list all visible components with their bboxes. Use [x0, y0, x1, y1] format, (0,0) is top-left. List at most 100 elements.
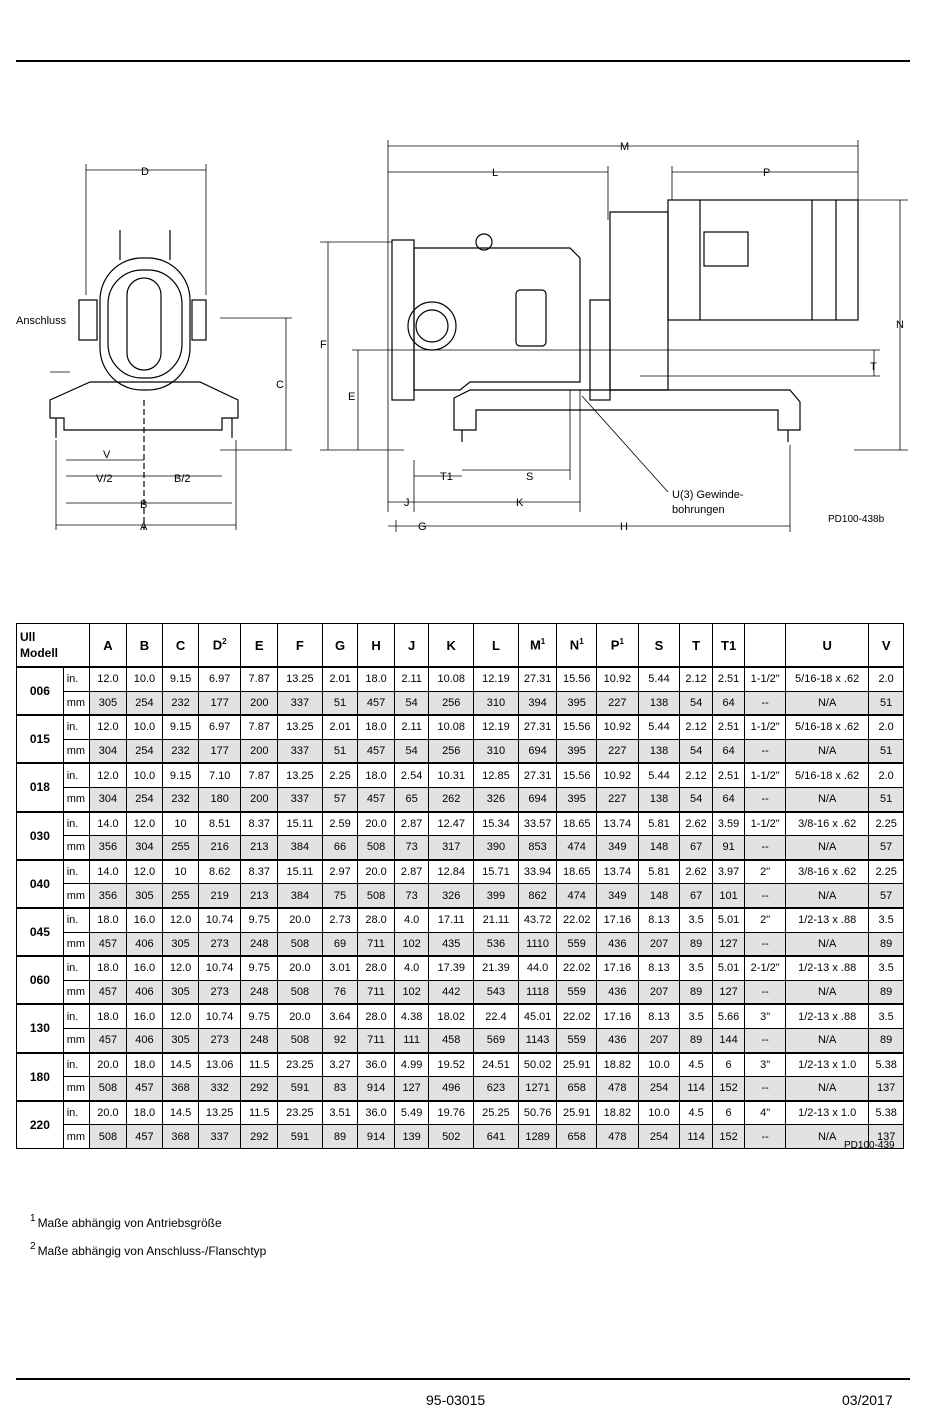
- value-cell: 1/2-13 x .88: [784, 906, 870, 933]
- dim-label-T: T: [870, 361, 877, 373]
- value-cell: 3/8-16 x .62: [784, 858, 870, 885]
- value-cell: 273: [197, 979, 242, 1005]
- value-cell: 200: [240, 690, 279, 716]
- value-cell: 69: [321, 931, 359, 957]
- value-cell: 20.0: [89, 1051, 127, 1078]
- value-cell: --: [744, 738, 786, 764]
- value-cell: 200: [240, 786, 279, 813]
- value-cell: 711: [357, 979, 395, 1005]
- value-cell: 14.5: [162, 1099, 199, 1126]
- column-header: J: [393, 623, 430, 668]
- pump-dimension-drawing: D Anschluss C V V/2 B/2 B A M L P N F E …: [16, 140, 908, 533]
- column-header: N1: [556, 623, 598, 668]
- value-cell: 207: [637, 979, 681, 1005]
- value-cell: 10.0: [637, 1099, 681, 1126]
- bottom-rule: [16, 1378, 910, 1380]
- drawing-reference: PD100-438b: [828, 514, 885, 525]
- value-cell: 18.82: [596, 1099, 639, 1126]
- value-cell: 10.74: [197, 955, 242, 981]
- value-cell: 7.87: [240, 762, 279, 788]
- value-cell: 305: [162, 931, 199, 957]
- value-cell: 89: [321, 1124, 359, 1149]
- value-cell: 20.0: [357, 810, 395, 837]
- model-cell: 180: [16, 1051, 64, 1102]
- value-cell: 5.44: [637, 714, 681, 740]
- value-cell: 139: [393, 1124, 430, 1149]
- dim-label-M: M: [620, 141, 629, 153]
- column-header-label: N: [569, 637, 580, 653]
- value-cell: 508: [277, 1027, 323, 1054]
- unit-cell: in.: [62, 714, 91, 740]
- dim-label-F: F: [320, 339, 327, 351]
- callout-threaded-holes-line2: bohrungen: [672, 504, 725, 516]
- dim-label-G: G: [418, 521, 427, 533]
- value-cell: 14.5: [162, 1051, 199, 1078]
- value-cell: 474: [556, 883, 598, 909]
- value-cell: 17.39: [428, 955, 475, 981]
- value-cell: 9.75: [240, 955, 279, 981]
- column-header-label: E: [254, 637, 264, 653]
- value-cell: 25.91: [556, 1099, 598, 1126]
- dim-label-B: B: [140, 499, 147, 511]
- value-cell: 76: [321, 979, 359, 1005]
- value-cell: 21.11: [473, 906, 519, 933]
- connection-label: Anschluss: [16, 315, 67, 327]
- value-cell: 1/2-13 x .88: [784, 955, 870, 981]
- value-cell: N/A: [784, 1027, 870, 1054]
- value-cell: 44.0: [517, 955, 558, 981]
- column-header: F: [277, 623, 323, 668]
- value-cell: 7.87: [240, 665, 279, 692]
- value-cell: --: [744, 1027, 786, 1054]
- value-cell: 207: [637, 931, 681, 957]
- column-header-footnote-mark: 1: [540, 637, 546, 647]
- value-cell: 457: [125, 1124, 164, 1149]
- value-cell: 5.38: [868, 1051, 904, 1078]
- model-column-header: Ull Modell: [15, 623, 91, 668]
- value-cell: 254: [125, 690, 164, 716]
- value-cell: --: [744, 931, 786, 957]
- value-cell: --: [744, 835, 786, 861]
- column-header: P1: [596, 623, 639, 668]
- value-cell: N/A: [784, 1124, 870, 1149]
- column-header-label: A: [103, 637, 113, 653]
- value-cell: 5.01: [711, 955, 746, 981]
- dim-label-D: D: [141, 166, 149, 178]
- value-cell: 15.11: [277, 810, 323, 837]
- value-cell: 256: [428, 690, 475, 716]
- value-cell: 4.0: [393, 906, 430, 933]
- value-cell: 2": [744, 906, 786, 933]
- value-cell: 569: [473, 1027, 519, 1054]
- value-cell: 2.51: [711, 762, 746, 788]
- value-cell: 66: [321, 835, 359, 861]
- value-cell: 20.0: [277, 1003, 323, 1029]
- value-cell: 262: [428, 786, 475, 813]
- value-cell: 508: [89, 1076, 127, 1102]
- value-cell: 12.47: [428, 810, 475, 837]
- model-cell: 130: [16, 1003, 64, 1054]
- value-cell: 89: [679, 979, 713, 1005]
- value-cell: 1-1/2": [744, 714, 786, 740]
- value-cell: 9.75: [240, 906, 279, 933]
- value-cell: 89: [868, 979, 904, 1005]
- column-header: U: [784, 623, 870, 668]
- value-cell: 6: [711, 1051, 746, 1078]
- value-cell: 13.74: [596, 858, 639, 885]
- value-cell: 292: [240, 1076, 279, 1102]
- value-cell: 395: [556, 690, 598, 716]
- value-cell: 8.62: [197, 858, 242, 885]
- value-cell: 13.74: [596, 810, 639, 837]
- column-header-footnote-mark: 1: [579, 637, 584, 647]
- unit-cell: in.: [62, 1003, 91, 1029]
- value-cell: 390: [473, 835, 519, 861]
- value-cell: 14.0: [89, 858, 127, 885]
- value-cell: 623: [473, 1076, 519, 1102]
- value-cell: 127: [393, 1076, 430, 1102]
- column-header-label: C: [175, 637, 186, 653]
- column-header: L: [473, 623, 519, 668]
- value-cell: 2.51: [711, 714, 746, 740]
- value-cell: 3.5: [868, 955, 904, 981]
